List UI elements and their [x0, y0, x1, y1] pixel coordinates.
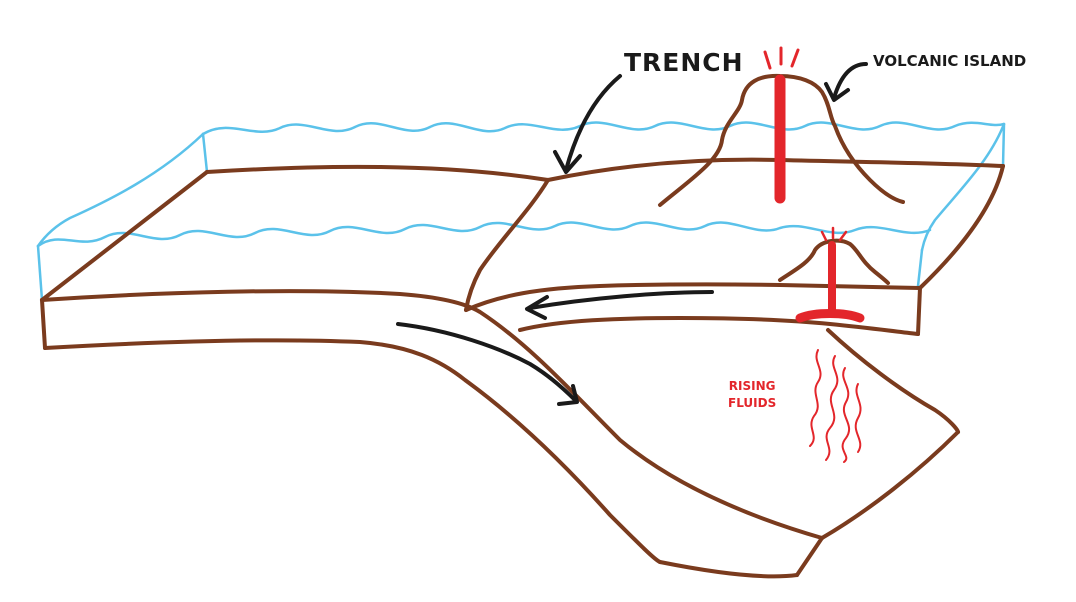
island-eruption-mark-left	[763, 50, 772, 70]
overriding-plate-front-edge	[464, 282, 922, 312]
small-volcano-eruption-left	[820, 230, 828, 242]
subduction-motion-head-icon	[557, 384, 579, 406]
water-front-corner	[916, 248, 924, 288]
rising-fluids-line-2: FLUIDS	[728, 396, 777, 410]
trench-pointer-icon	[564, 74, 622, 172]
water-right-corner	[1001, 122, 1006, 168]
overriding-plate-underside	[518, 316, 920, 336]
magma	[763, 46, 865, 463]
water-left-corner	[36, 244, 44, 302]
overriding-plate-right-thickness	[916, 286, 922, 336]
volcanic-island-label: VOLCANIC ISLAND	[873, 52, 1027, 70]
volcano-pointer-icon	[832, 62, 868, 100]
rising-fluid-squiggle-1	[809, 349, 822, 447]
tectonic-plates	[40, 73, 1005, 579]
annotation-arrows	[396, 62, 868, 406]
overriding-plate-motion-head-icon	[525, 295, 549, 320]
small-volcano-eruption-right	[838, 230, 848, 242]
magma-chamber	[795, 309, 865, 323]
rising-fluids-label: RISING FLUIDS	[728, 378, 776, 412]
oceanic-plate-left-edge	[40, 170, 209, 302]
slab-bottom-edge	[658, 560, 799, 579]
slab-top-edge	[826, 328, 960, 434]
oceanic-plate-front-bottom	[43, 338, 662, 564]
water-left-edge	[36, 132, 205, 248]
overriding-plate-motion-arrow-icon	[528, 290, 714, 310]
slab-right-edge	[820, 430, 960, 540]
water-back-corner	[201, 132, 209, 174]
subduction-motion-arrow-icon	[396, 322, 577, 402]
rising-fluid-squiggle-3	[841, 367, 851, 463]
overriding-plate-right-edge	[918, 164, 1005, 290]
slab-end	[795, 536, 824, 577]
trench-pointer-head-icon	[553, 150, 582, 174]
rising-fluid-squiggle-4	[854, 383, 862, 453]
trench-label: TRENCH	[624, 48, 744, 77]
trench-line	[464, 178, 550, 312]
small-volcano-outline	[778, 238, 890, 285]
rising-fluid-squiggle-2	[825, 355, 839, 461]
oceanic-plate-front-top	[40, 289, 824, 540]
water-right-edge	[920, 122, 1006, 252]
water-surface-front	[36, 221, 932, 248]
oceanic-plate-left-thickness	[40, 298, 47, 350]
rising-fluids-line-1: RISING	[728, 379, 776, 393]
water-surface-back	[201, 121, 1006, 136]
ocean-water	[36, 121, 1006, 302]
island-eruption-mark-right	[790, 48, 800, 68]
volcanic-island-outline	[658, 73, 905, 207]
oceanic-plate-back-edge	[205, 164, 550, 182]
volcano-pointer-head-icon	[824, 82, 850, 102]
